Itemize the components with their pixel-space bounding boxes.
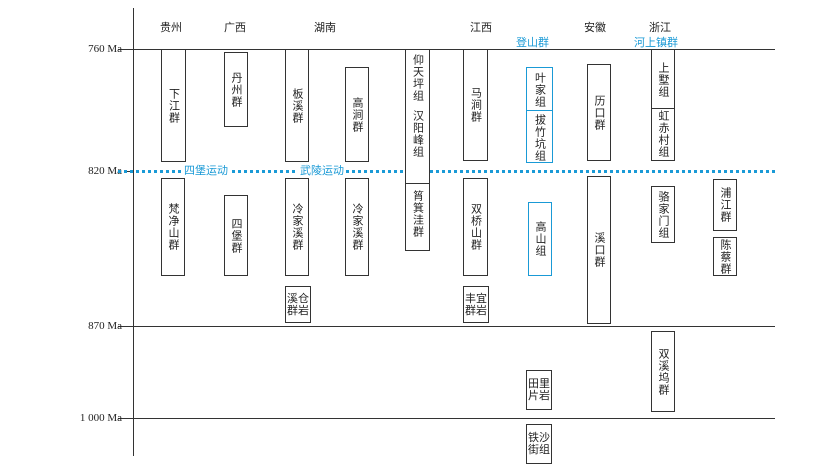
label-760-ma: 760 Ma — [88, 43, 122, 55]
region-guangxi: 广西 — [224, 21, 246, 34]
unit-chencai-group: 陈蔡群 — [713, 237, 737, 276]
unit-likou-group: 历口群 — [587, 64, 611, 161]
unit-gaoshan-formation: 高山组 — [528, 202, 552, 276]
unit-gaojian-group: 高涧群 — [345, 67, 369, 162]
label-1000-ma: 1 000 Ma — [79, 412, 122, 424]
unit-hongchicun-formation: 虹赤村组 — [657, 110, 670, 158]
region-dengshan-group: 登山群 — [516, 36, 549, 49]
orogeny-dotted-line — [118, 170, 775, 173]
label-870-ma: 870 Ma — [88, 320, 122, 332]
unit-shuangxiwu-group: 双溪坞群 — [651, 331, 675, 412]
event-sibao-orogeny: 四堡运动 — [182, 164, 230, 177]
unit-divider — [527, 110, 552, 111]
unit-pujiang-group: 浦江群 — [713, 179, 737, 231]
unit-tieshajie-formation: 铁沙 街组 — [526, 424, 552, 464]
unit-divider — [406, 183, 429, 184]
unit-divider — [652, 108, 674, 109]
unit-heshangzhen-column: 上墅组 虹赤村组 — [651, 49, 675, 161]
unit-cangxi-rock-group: 溪仓 群岩 — [285, 286, 311, 323]
region-guizhou: 贵州 — [160, 21, 182, 34]
unit-yifeng-rock-group: 丰宜 群岩 — [463, 286, 489, 323]
unit-madong-group: 马涧群 — [463, 49, 488, 161]
unit-danzhou-group: 丹州群 — [224, 52, 248, 127]
label-820-ma: 820 Ma — [88, 165, 122, 177]
unit-xiajiang-group: 下江群 — [161, 49, 186, 162]
region-anhui: 安徽 — [584, 21, 606, 34]
unit-shangshu-formation: 上墅组 — [657, 62, 670, 98]
line-1000-ma — [118, 418, 775, 419]
unit-jijiwa-group: 筲箕洼群 — [411, 190, 425, 238]
unit-banxi-group: 板溪群 — [285, 49, 309, 162]
unit-lengjiaxi-group-east: 冷家溪群 — [345, 178, 369, 276]
unit-tianli-schist: 田里 片岩 — [526, 370, 552, 410]
unit-jiangxi-column: 仰天坪组 汉阳峰组 筲箕洼群 — [405, 49, 430, 251]
unit-yejia-formation: 叶家组 — [533, 72, 547, 108]
line-870-ma — [118, 326, 775, 327]
region-hunan: 湖南 — [314, 21, 336, 34]
unit-shuangqiaoshan-group: 双桥山群 — [463, 178, 488, 276]
unit-fanjingshan-group: 梵净山群 — [161, 178, 185, 276]
region-heshangzhen-group: 河上镇群 — [634, 36, 678, 49]
unit-yangtianping-formation: 仰天坪组 — [411, 54, 425, 102]
unit-xikou-group: 溪口群 — [587, 176, 611, 324]
unit-lujiamen-formation: 骆家门组 — [651, 186, 675, 243]
unit-dengshan-column: 叶家组 拔竹坑组 — [526, 67, 553, 163]
unit-sibao-group: 四堡群 — [224, 195, 248, 276]
unit-bazhukeng-formation: 拔竹坑组 — [533, 114, 547, 162]
event-wuling-orogeny: 武陵运动 — [298, 164, 346, 177]
region-zhejiang: 浙江 — [649, 21, 671, 34]
time-axis-line — [133, 8, 134, 456]
line-760-ma — [118, 49, 775, 50]
unit-lengjiaxi-group: 冷家溪群 — [285, 178, 309, 276]
unit-hanyangfeng-formation: 汉阳峰组 — [411, 110, 425, 158]
region-jiangxi: 江西 — [470, 21, 492, 34]
